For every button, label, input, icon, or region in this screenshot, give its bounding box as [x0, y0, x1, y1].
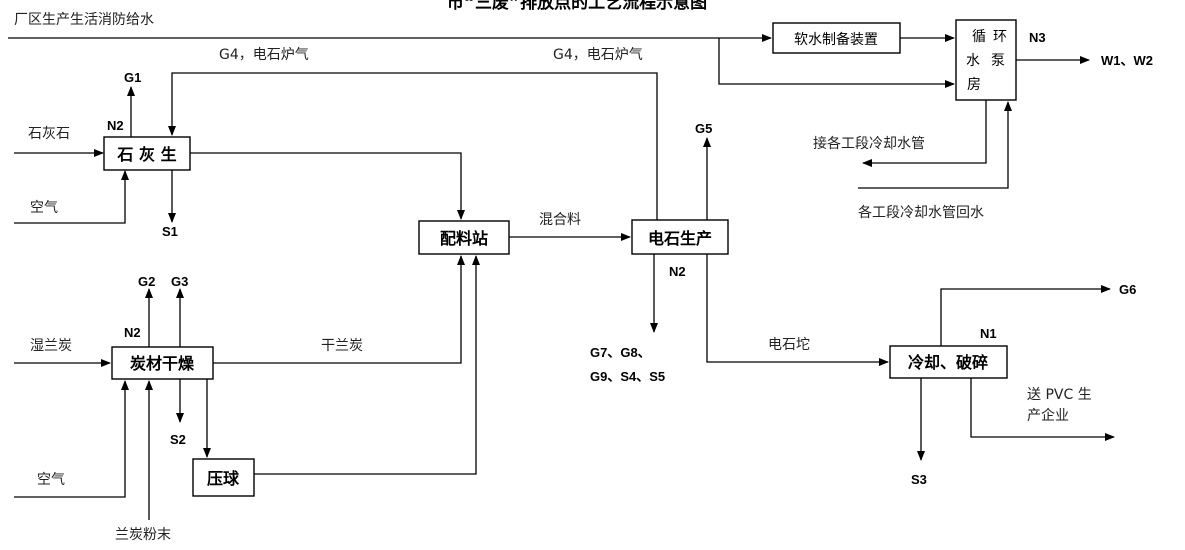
dry-coal-label: 干兰炭: [321, 338, 363, 354]
cooling-return-label: 各工段冷却水管回水: [858, 205, 984, 221]
dryer-label: 炭材干燥: [130, 354, 195, 373]
code-n2-carbide: N2: [669, 264, 686, 279]
carbide-to-cooling: [706, 254, 889, 366]
wet-coal-label: 湿兰炭: [30, 338, 72, 354]
lime-to-batching: [190, 152, 465, 220]
pellet-to-batching: [254, 255, 480, 475]
softener-label: 软水制备装置: [794, 31, 878, 48]
code-g789-a: G7、G8、: [590, 345, 651, 360]
cooling-supply-label: 接各工段冷却水管: [813, 135, 925, 152]
carbide-label: 电石生产: [648, 229, 712, 248]
carbide-lump-label: 电石坨: [768, 336, 810, 353]
code-g6: G6: [1119, 282, 1136, 297]
air2-in: [14, 380, 129, 498]
air1-in: [14, 170, 129, 224]
g6-out: [940, 285, 1111, 346]
diagram-title: 市“三废”排放点的工艺流程示意图: [447, 0, 707, 13]
air1-label: 空气: [30, 200, 58, 216]
code-s1: S1: [162, 224, 178, 239]
cooling-box: [889, 345, 1008, 379]
dryer-to-batching: [213, 255, 465, 364]
carbide-box: [631, 219, 729, 255]
pump-char-3: 水: [966, 53, 980, 69]
furnace-gas-label-2: G4，电石炉气: [553, 47, 643, 63]
pellet-label: 压球: [207, 469, 240, 488]
plant-water-label: 厂区生产生活消防给水: [14, 12, 154, 28]
pump-house-box: [955, 19, 1017, 101]
dryer-box: [111, 346, 214, 380]
lime-box: [103, 136, 191, 171]
code-g2: G2: [138, 274, 155, 289]
pump-char-2: 环: [993, 29, 1007, 45]
code-g1: G1: [124, 70, 141, 85]
cooling-supply-line: [862, 100, 987, 167]
cooling-label: 冷却、破碎: [908, 353, 988, 372]
coal-powder-label: 兰炭粉末: [115, 527, 171, 543]
batching-label: 配料站: [440, 229, 488, 248]
pump-char-1: 循: [972, 29, 986, 45]
code-n2-dryer: N2: [124, 325, 141, 340]
code-n2-lime: N2: [107, 118, 124, 133]
lime-label: 石 灰 生: [116, 145, 176, 164]
air2-label: 空气: [37, 472, 65, 488]
code-s2: S2: [170, 432, 186, 447]
water-branch-to-pump: [718, 38, 955, 88]
pvc-label-2: 产企业: [1027, 407, 1069, 424]
mix-label: 混合料: [539, 212, 581, 228]
pump-char-5: 房: [967, 77, 981, 93]
code-g789-b: G9、S4、S5: [590, 369, 665, 384]
code-s3: S3: [911, 472, 927, 487]
code-g3: G3: [171, 274, 188, 289]
pellet-box: [192, 458, 255, 497]
furnace-gas-label-1: G4，电石炉气: [219, 47, 309, 63]
pvc-label-1: 送 PVC 生: [1027, 387, 1092, 403]
pump-char-4: 泵: [991, 53, 1005, 69]
code-n1: N1: [980, 326, 997, 341]
cooling-return-line: [858, 101, 1012, 189]
limestone-label: 石灰石: [28, 126, 70, 142]
furnace-gas-line: [168, 72, 658, 220]
code-g5: G5: [695, 121, 712, 136]
code-n3: N3: [1029, 30, 1046, 45]
code-w1-w2: W1、W2: [1101, 53, 1153, 68]
pvc-out: [970, 378, 1115, 441]
batching-box: [418, 220, 510, 255]
